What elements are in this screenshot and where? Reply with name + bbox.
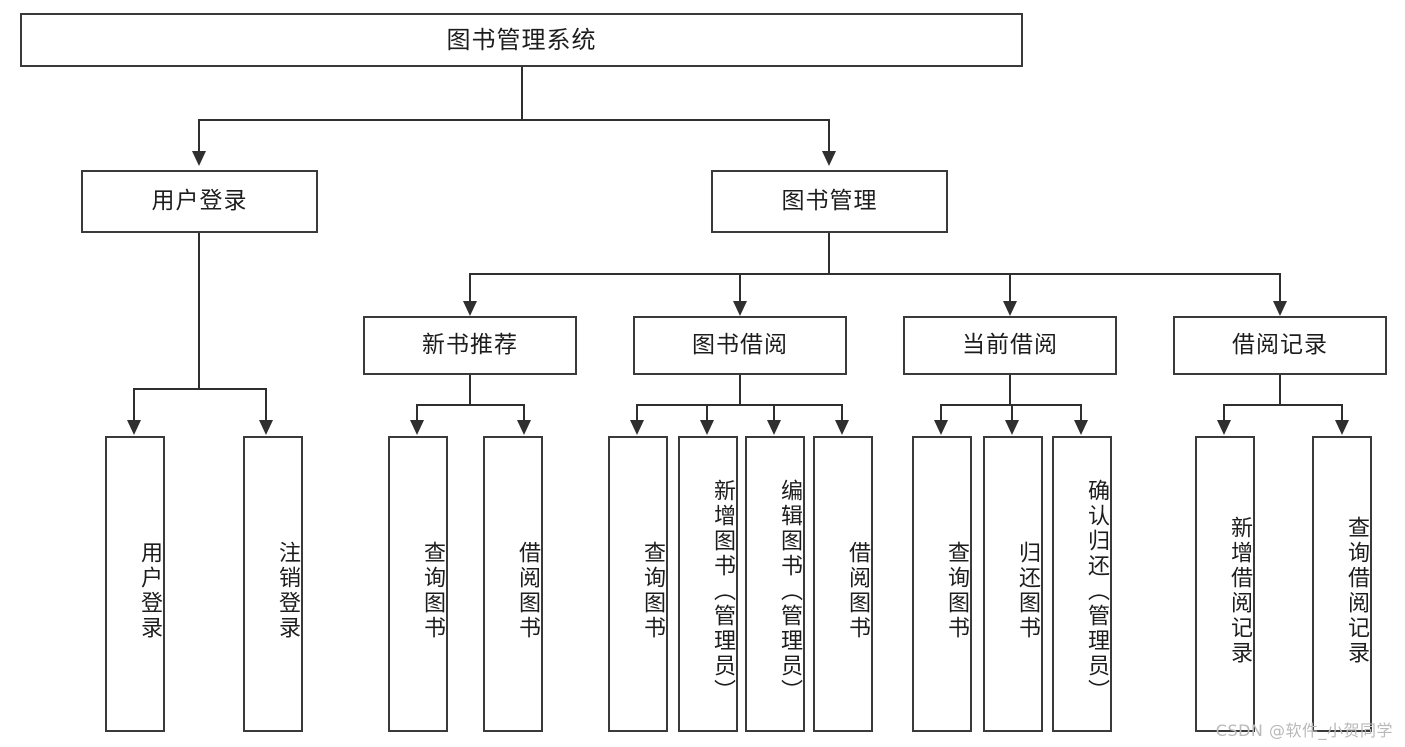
- connector-nbr-bus: [416, 404, 525, 406]
- node-label: 归还图书: [1015, 541, 1040, 641]
- leaf-borrow-record-query[interactable]: 查询借阅记录: [1312, 436, 1372, 732]
- arrow-cb-leaf-1: [934, 420, 948, 435]
- connector-root-to-book-manage: [828, 119, 830, 151]
- connector-user-login-bus: [133, 388, 266, 390]
- arrow-bb-leaf-4: [835, 420, 849, 435]
- arrow-bb-leaf-3: [767, 420, 781, 435]
- connector-root-stem: [521, 67, 523, 119]
- arrow-user-login-leaf-2: [259, 420, 273, 435]
- connector-book-manage-stem: [828, 233, 830, 273]
- connector-nbr-drop-2: [523, 404, 525, 420]
- connector-user-login-stem: [198, 233, 200, 388]
- arrow-br-leaf-1: [1217, 420, 1231, 435]
- node-label: 编辑图书（管理员）: [777, 478, 802, 704]
- arrow-cb-leaf-2: [1005, 420, 1019, 435]
- leaf-book-borrow-edit[interactable]: 编辑图书（管理员）: [745, 436, 805, 732]
- leaf-new-book-borrow[interactable]: 借阅图书: [483, 436, 543, 732]
- node-label: 查询图书: [944, 541, 969, 641]
- connector-bb-stem: [739, 375, 741, 404]
- connector-root-to-user-login: [198, 119, 200, 151]
- node-label: 当前借阅: [962, 331, 1058, 358]
- arrow-br-leaf-2: [1335, 420, 1349, 435]
- connector-bb-drop-1: [636, 404, 638, 420]
- connector-bb-bus: [636, 404, 843, 406]
- csdn-watermark: CSDN @软件_小贺同学: [1215, 721, 1393, 740]
- arrow-bm-to-current-borrow: [1003, 301, 1017, 316]
- connector-cb-drop-3: [1080, 404, 1082, 420]
- node-root-system[interactable]: 图书管理系统: [20, 13, 1023, 67]
- arrow-bm-to-book-borrow: [733, 301, 747, 316]
- node-new-book-recommend[interactable]: 新书推荐: [363, 316, 577, 375]
- leaf-borrow-record-add[interactable]: 新增借阅记录: [1195, 436, 1255, 732]
- node-label: 查询图书: [420, 541, 445, 641]
- leaf-user-login-logout[interactable]: 注销登录: [243, 436, 303, 732]
- connector-cb-stem: [1009, 375, 1011, 404]
- leaf-user-login-login[interactable]: 用户登录: [105, 436, 165, 732]
- node-book-borrow[interactable]: 图书借阅: [633, 316, 847, 375]
- connector-br-bus: [1223, 404, 1342, 406]
- connector-bm-drop-2: [739, 273, 741, 301]
- node-book-manage[interactable]: 图书管理: [711, 170, 948, 233]
- leaf-new-book-query[interactable]: 查询图书: [388, 436, 448, 732]
- connector-user-login-drop-1: [133, 388, 135, 420]
- connector-bm-drop-3: [1009, 273, 1011, 301]
- node-label: 借阅图书: [515, 541, 540, 641]
- arrow-root-to-book-manage: [822, 151, 836, 166]
- node-label: 新增借阅记录: [1227, 516, 1252, 666]
- leaf-current-borrow-query[interactable]: 查询图书: [912, 436, 972, 732]
- arrow-nbr-leaf-1: [410, 420, 424, 435]
- connector-bm-drop-4: [1279, 273, 1281, 301]
- arrow-bb-leaf-1: [630, 420, 644, 435]
- node-label: 借阅记录: [1232, 331, 1328, 358]
- arrow-user-login-leaf-1: [127, 420, 141, 435]
- node-label: 注销登录: [275, 541, 300, 641]
- node-user-login[interactable]: 用户登录: [81, 170, 318, 233]
- connector-bb-drop-2: [706, 404, 708, 420]
- connector-nbr-stem: [469, 375, 471, 404]
- connector-br-drop-2: [1341, 404, 1343, 420]
- leaf-current-borrow-return[interactable]: 归还图书: [983, 436, 1043, 732]
- node-label: 查询图书: [640, 541, 665, 641]
- node-label: 查询借阅记录: [1344, 516, 1369, 666]
- arrow-root-to-user-login: [192, 151, 206, 166]
- node-label: 新书推荐: [422, 331, 518, 358]
- node-label: 确认归还（管理员）: [1084, 478, 1109, 704]
- arrow-cb-leaf-3: [1074, 420, 1088, 435]
- connector-user-login-drop-2: [265, 388, 267, 420]
- node-label: 图书管理系统: [446, 25, 597, 54]
- connector-cb-drop-1: [940, 404, 942, 420]
- connector-cb-drop-2: [1011, 404, 1013, 420]
- node-current-borrow[interactable]: 当前借阅: [903, 316, 1117, 375]
- connector-bb-drop-3: [773, 404, 775, 420]
- connector-cb-bus: [940, 404, 1081, 406]
- leaf-book-borrow-add[interactable]: 新增图书（管理员）: [678, 436, 738, 732]
- node-borrow-record[interactable]: 借阅记录: [1173, 316, 1387, 375]
- connector-bb-drop-4: [841, 404, 843, 420]
- node-label: 借阅图书: [845, 541, 870, 641]
- node-label: 用户登录: [151, 187, 248, 214]
- leaf-book-borrow-query[interactable]: 查询图书: [608, 436, 668, 732]
- arrow-nbr-leaf-2: [517, 420, 531, 435]
- connector-br-stem: [1279, 375, 1281, 404]
- node-label: 用户登录: [137, 541, 162, 641]
- node-label: 图书借阅: [692, 331, 788, 358]
- connector-br-drop-1: [1223, 404, 1225, 420]
- connector-bm-drop-1: [469, 273, 471, 301]
- connector-book-manage-bus: [469, 273, 1280, 275]
- leaf-book-borrow-borrow[interactable]: 借阅图书: [813, 436, 873, 732]
- connector-root-bus: [198, 119, 830, 121]
- connector-nbr-drop-1: [416, 404, 418, 420]
- leaf-current-borrow-confirm-return[interactable]: 确认归还（管理员）: [1052, 436, 1112, 732]
- arrow-bm-to-new-book: [463, 301, 477, 316]
- arrow-bm-to-borrow-record: [1273, 301, 1287, 316]
- node-label: 图书管理: [781, 187, 878, 214]
- node-label: 新增图书（管理员）: [710, 478, 735, 704]
- arrow-bb-leaf-2: [700, 420, 714, 435]
